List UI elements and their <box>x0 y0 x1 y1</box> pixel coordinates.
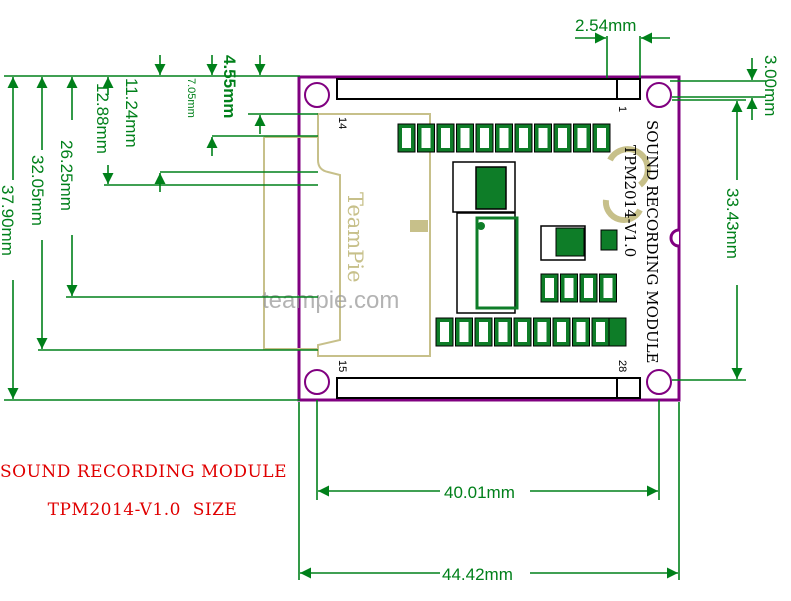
dim-32-label: 32.05mm <box>28 155 47 226</box>
smd-component-pad <box>459 322 469 342</box>
dim-hole-span-vertical-label: 33.43mm <box>723 188 742 259</box>
module-title-silkscreen: SOUND RECORDING MODULE <box>643 120 661 364</box>
board-notch <box>669 228 680 248</box>
chip-outline <box>452 161 516 213</box>
smd-component-pad <box>576 322 586 342</box>
mounting-hole <box>304 82 330 108</box>
pin-label-28: 28 <box>616 360 628 372</box>
watermark-text: teampie.com <box>262 287 399 314</box>
smd-component-pad <box>584 278 593 298</box>
dim-board-width-label: 44.42mm <box>442 565 513 584</box>
dim-12-label: 12.88mm <box>93 83 112 154</box>
caption-title: SOUND RECORDING MODULE <box>0 462 287 482</box>
chip-outline <box>540 225 586 261</box>
logo-silkscreen <box>602 146 651 223</box>
sd-card-silkscreen <box>263 113 431 357</box>
component <box>475 216 519 310</box>
smd-component-pad <box>545 278 554 298</box>
smd-component-pad <box>518 322 527 342</box>
dimension-lines <box>4 32 766 580</box>
dimension-labels: 2.54mm 3.00mm 33.43mm 40.01mm 44.42mm 37… <box>0 16 780 584</box>
smd-component-pad <box>402 128 411 148</box>
pcb-board: 14 1 15 28 TeamPie SOUND RECORDING MODUL… <box>262 75 681 402</box>
smd-component-pad <box>557 322 566 342</box>
component <box>555 227 585 257</box>
pin-header-bottom <box>336 377 641 399</box>
smd-component-pad <box>460 128 470 148</box>
model-silkscreen: TPM2014-V1.0 <box>621 145 639 257</box>
smd-component-pad <box>480 128 489 148</box>
brand-silkscreen: TeamPie <box>343 192 367 283</box>
dim-7-label: 7.05mm <box>185 78 197 118</box>
pin-label-14: 14 <box>336 117 348 129</box>
component-row-bottom <box>435 317 610 347</box>
pin-28-marker <box>616 377 641 399</box>
dim-4-label: 4.55mm <box>220 55 239 118</box>
smd-component-pad <box>603 278 613 298</box>
smd-component-pad <box>441 128 450 148</box>
dim-hole-span-horizontal-label: 40.01mm <box>444 483 515 502</box>
smd-component-pad <box>421 128 431 148</box>
smd-component-pad <box>440 322 449 342</box>
pin-label-15: 15 <box>336 360 348 372</box>
dim-pitch-label: 2.54mm <box>575 16 636 35</box>
caption-subtitle: TPM2014-V1.0 SIZE <box>47 500 238 520</box>
smd-component-pad <box>537 322 547 342</box>
smd-component-pad <box>596 322 605 342</box>
component-row-top <box>397 123 611 153</box>
chip-outline <box>456 212 516 314</box>
smd-component-pad <box>479 322 488 342</box>
pin-header-top <box>336 78 641 100</box>
smd-component-pad <box>498 322 508 342</box>
dim-hole-offset-label: 3.00mm <box>761 55 780 116</box>
smd-component-pad <box>538 128 548 148</box>
component <box>600 229 618 251</box>
smd-component-pad <box>577 128 587 148</box>
component-row-middle <box>540 273 617 303</box>
dim-26-label: 26.25mm <box>57 140 76 211</box>
dim-board-height-label: 37.90mm <box>0 185 17 256</box>
dim-11-label: 11.24mm <box>122 78 141 148</box>
chip-pin1-dot <box>477 222 485 230</box>
mounting-hole <box>304 369 330 395</box>
pin-1-marker <box>616 78 641 100</box>
component <box>475 166 507 210</box>
smd-component-pad <box>499 128 509 148</box>
smd-component-pad <box>597 128 606 148</box>
mounting-hole <box>646 369 672 395</box>
pin-label-1: 1 <box>616 106 628 112</box>
smd-component-pad <box>519 128 528 148</box>
smd-component-pad <box>558 128 567 148</box>
smd-component-pad <box>564 278 574 298</box>
mounting-hole <box>646 82 672 108</box>
